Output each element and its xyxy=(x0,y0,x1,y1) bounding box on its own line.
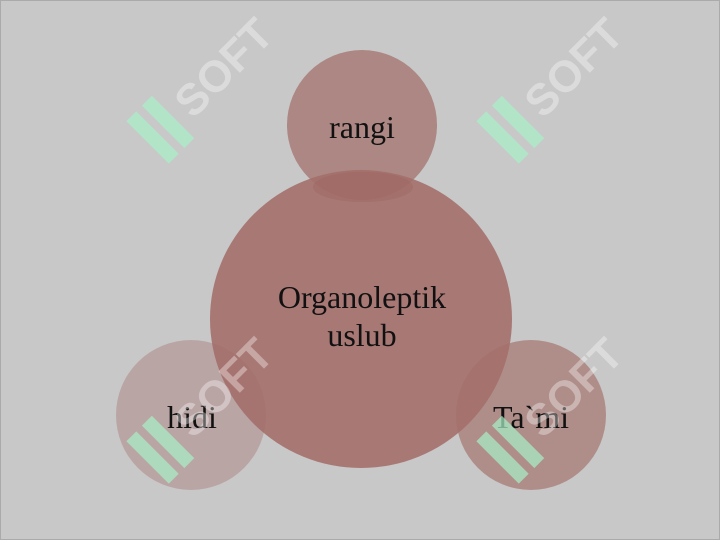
node-center-label-line2: uslub xyxy=(327,317,397,354)
node-top-label: rangi xyxy=(329,109,395,145)
node-center xyxy=(210,170,512,468)
node-right-label: Ta`mi xyxy=(493,399,569,435)
node-center-label: Organoleptik uslub xyxy=(220,278,504,355)
node-left-label: hidi xyxy=(167,399,217,435)
node-center-label-line1: Organoleptik xyxy=(277,279,447,315)
node-overlap xyxy=(313,172,413,202)
